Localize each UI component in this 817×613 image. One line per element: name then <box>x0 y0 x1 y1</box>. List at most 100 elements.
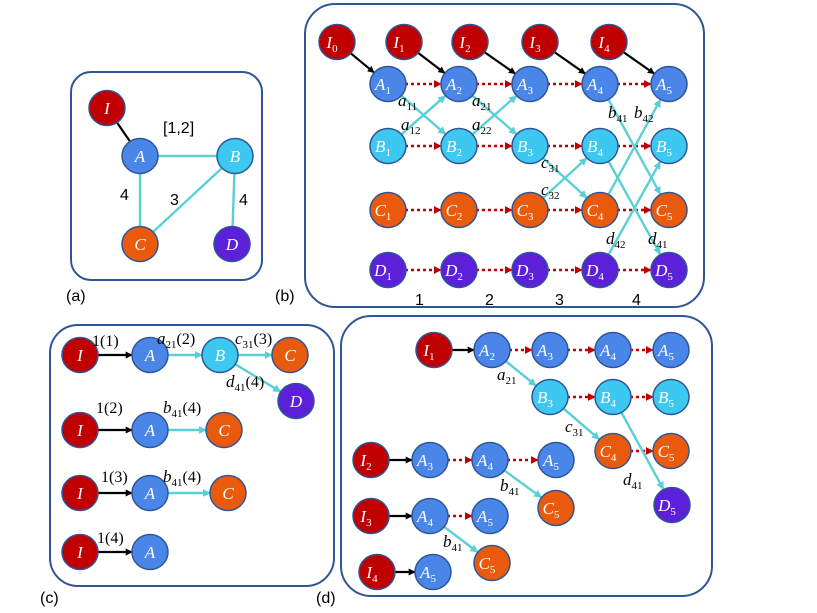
node-dA5: A5 <box>652 331 690 369</box>
panel-d-label: (d) <box>316 590 336 607</box>
node-label: B <box>215 346 226 365</box>
node-circle <box>650 191 688 229</box>
node-c1I: I <box>61 336 99 374</box>
node-label: B <box>230 147 241 166</box>
edge-dA2-dB3 <box>504 359 537 387</box>
node-circle <box>385 23 423 61</box>
node-label: A <box>144 421 156 440</box>
node-dI2: I2 <box>352 441 390 479</box>
node-C: C <box>121 225 159 263</box>
edge-I0-A1 <box>349 51 375 74</box>
node-circle <box>131 533 169 571</box>
node-dA5d: A5 <box>414 553 452 591</box>
edge-I4-A5 <box>622 50 655 75</box>
node-c1A: A <box>131 336 169 374</box>
node-circle <box>277 382 315 420</box>
node-circle <box>650 65 688 103</box>
node-circle <box>652 331 690 369</box>
node-label: C <box>218 421 230 440</box>
node-dA3: A3 <box>531 331 569 369</box>
node-circle <box>581 251 619 289</box>
node-label: D <box>225 235 239 254</box>
node-c3A: A <box>131 474 169 512</box>
node-circle <box>61 474 99 512</box>
node-circle <box>131 474 169 512</box>
node-circle <box>440 65 478 103</box>
node-circle <box>318 23 356 61</box>
node-dC5c: C5 <box>473 544 511 582</box>
panel-b-frame <box>304 3 705 308</box>
node-A3: A3 <box>511 65 549 103</box>
edge-a-B-D <box>231 172 236 228</box>
node-dA5b: A5 <box>537 441 575 479</box>
edges-layer <box>97 50 665 576</box>
node-C2: C2 <box>440 191 478 229</box>
panel-c-edge-label: 1(3) <box>101 469 128 486</box>
node-circle <box>537 489 575 527</box>
node-D4: D4 <box>581 251 619 289</box>
node-c2I: I <box>61 411 99 449</box>
node-I0: I0 <box>318 23 356 61</box>
node-I1: I1 <box>385 23 423 61</box>
node-D3: D3 <box>511 251 549 289</box>
node-c4I: I <box>61 533 99 571</box>
node-C3: C3 <box>511 191 549 229</box>
node-D2: D2 <box>440 251 478 289</box>
panel-b-edge-label: d41 <box>648 229 668 251</box>
panel-b-edge-label: c31 <box>541 153 560 175</box>
node-circle <box>440 251 478 289</box>
panel-d-edge-label: a21 <box>497 365 517 387</box>
node-circle <box>473 544 511 582</box>
edge-a-I-A <box>115 121 132 143</box>
node-dB3: B3 <box>531 378 569 416</box>
node-circle <box>369 65 407 103</box>
node-dA4: A4 <box>594 331 632 369</box>
node-circle <box>201 336 239 374</box>
panel-a-label: (a) <box>66 288 86 305</box>
panel-d-edge-label: d41 <box>623 470 643 492</box>
panel-b-edge-label: a22 <box>472 115 492 137</box>
panel-b-edge-label: a12 <box>401 115 421 137</box>
node-circle <box>594 378 632 416</box>
node-circle <box>531 378 569 416</box>
panel-b-edge-label: c32 <box>541 180 560 202</box>
node-circle <box>358 553 396 591</box>
edge-dA4c-dC5c <box>442 525 479 554</box>
node-dA3b: A3 <box>411 441 449 479</box>
panel-a-edge-label: [1,2] <box>163 120 194 137</box>
panel-b-edge-label: b42 <box>634 103 654 125</box>
node-dI1: I1 <box>415 331 453 369</box>
panel-a-edge-label: 4 <box>239 192 248 209</box>
panel-a-frame <box>70 71 263 281</box>
node-circle <box>352 497 390 535</box>
node-circle <box>369 127 407 165</box>
edge-B1-A2 <box>400 94 447 136</box>
node-I: I <box>88 89 126 127</box>
panel-b-time-label: 4 <box>632 292 641 309</box>
node-I4: I4 <box>590 23 628 61</box>
panel-d-edge-label: c31 <box>565 417 584 439</box>
node-circle <box>440 127 478 165</box>
node-dC5b: C5 <box>537 489 575 527</box>
node-B3: B3 <box>511 127 549 165</box>
node-circle <box>531 331 569 369</box>
node-D1: D1 <box>369 251 407 289</box>
node-label: A <box>144 346 156 365</box>
panel-a-edge-label: 4 <box>120 187 129 204</box>
panel-b-label: (b) <box>275 288 295 305</box>
panel-c-edge-label: 1(1) <box>92 333 119 350</box>
node-dC5: C5 <box>652 432 690 470</box>
node-C5: C5 <box>650 191 688 229</box>
node-dI3: I3 <box>352 497 390 535</box>
edge-B2-A3 <box>471 94 518 136</box>
node-D: D <box>213 225 251 263</box>
node-label: I <box>103 99 111 118</box>
node-circle <box>131 411 169 449</box>
node-dI4: I4 <box>358 553 396 591</box>
node-B2: B2 <box>440 127 478 165</box>
node-label: D <box>289 392 303 411</box>
node-circle <box>521 23 559 61</box>
node-circle <box>88 89 126 127</box>
node-circle <box>352 441 390 479</box>
